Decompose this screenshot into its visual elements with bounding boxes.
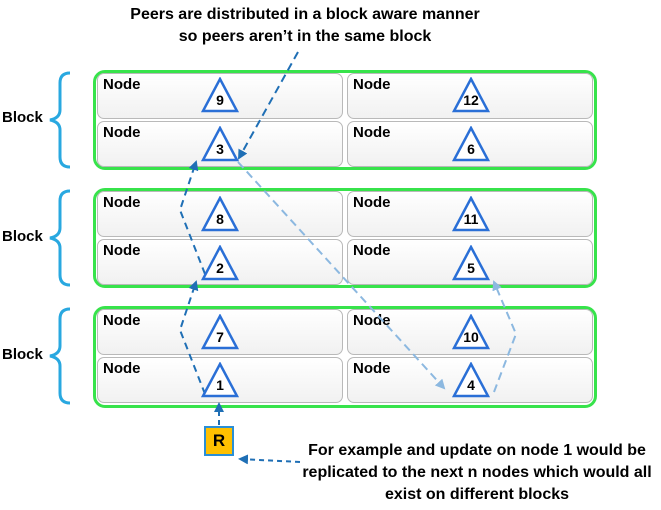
arrow-node-2-to-node-3 (178, 160, 206, 275)
token-8-label: 8 (216, 211, 224, 227)
node-label: Node (103, 312, 141, 329)
token-5-icon: 5 (451, 244, 491, 281)
block-brace-1 (49, 71, 71, 169)
token-12-label: 12 (463, 92, 479, 108)
arrow-node-4-to-node-5 (492, 280, 518, 393)
bottom-annotation: For example and update on node 1 would b… (296, 440, 658, 506)
node-label: Node (103, 76, 141, 93)
block-1 (93, 70, 597, 170)
token-11-icon: 11 (451, 195, 491, 232)
token-10-icon: 10 (451, 313, 491, 350)
token-5-label: 5 (467, 260, 475, 276)
top-annotation-line-1: Peers are distributed in a block aware m… (130, 6, 480, 23)
token-2-label: 2 (216, 260, 224, 276)
node-label: Node (353, 312, 391, 329)
callout-arrow-top (238, 51, 299, 160)
bottom-annotation-line-1: For example and update on node 1 would b… (308, 442, 646, 459)
block-2 (93, 188, 597, 288)
arrow-node-3-to-node-4 (237, 161, 446, 390)
block-brace-3 (49, 307, 71, 405)
callout-arrow-bottom (238, 454, 301, 465)
token-4-icon: 4 (451, 361, 491, 398)
node-label: Node (353, 124, 391, 141)
node-label: Node (103, 242, 141, 259)
token-8-icon: 8 (200, 195, 240, 232)
bottom-annotation-line-3: exist on different blocks (384, 486, 570, 503)
token-3-icon: 3 (200, 125, 240, 162)
bottom-annotation-line-2: replicated to the next n nodes which wou… (302, 464, 652, 481)
block-label-3: Block (2, 346, 43, 363)
token-6-icon: 6 (451, 125, 491, 162)
block-label-2: Block (2, 228, 43, 245)
replica-box: R (204, 426, 234, 456)
node-label: Node (103, 124, 141, 141)
token-12-icon: 12 (451, 76, 491, 113)
token-1-label: 1 (216, 377, 224, 393)
token-11-label: 11 (463, 211, 479, 227)
node-label: Node (353, 194, 391, 211)
token-4-label: 4 (467, 377, 475, 393)
top-annotation: Peers are distributed in a block aware m… (95, 4, 515, 48)
token-7-label: 7 (216, 329, 224, 345)
node-label: Node (353, 76, 391, 93)
token-3-label: 3 (216, 141, 224, 157)
node-label: Node (103, 360, 141, 377)
node-label: Node (353, 360, 391, 377)
top-annotation-line-2: so peers aren’t in the same block (178, 28, 432, 45)
block-brace-2 (49, 189, 71, 287)
token-7-icon: 7 (200, 313, 240, 350)
token-10-label: 10 (463, 329, 479, 345)
token-6-label: 6 (467, 141, 475, 157)
node-label: Node (353, 242, 391, 259)
node-label: Node (103, 194, 141, 211)
arrow-node-1-to-node-2 (178, 280, 206, 395)
block-3 (93, 306, 597, 408)
token-9-icon: 9 (200, 76, 240, 113)
token-2-icon: 2 (200, 244, 240, 281)
token-9-label: 9 (216, 92, 224, 108)
block-label-1: Block (2, 109, 43, 126)
token-1-icon: 1 (200, 361, 240, 398)
